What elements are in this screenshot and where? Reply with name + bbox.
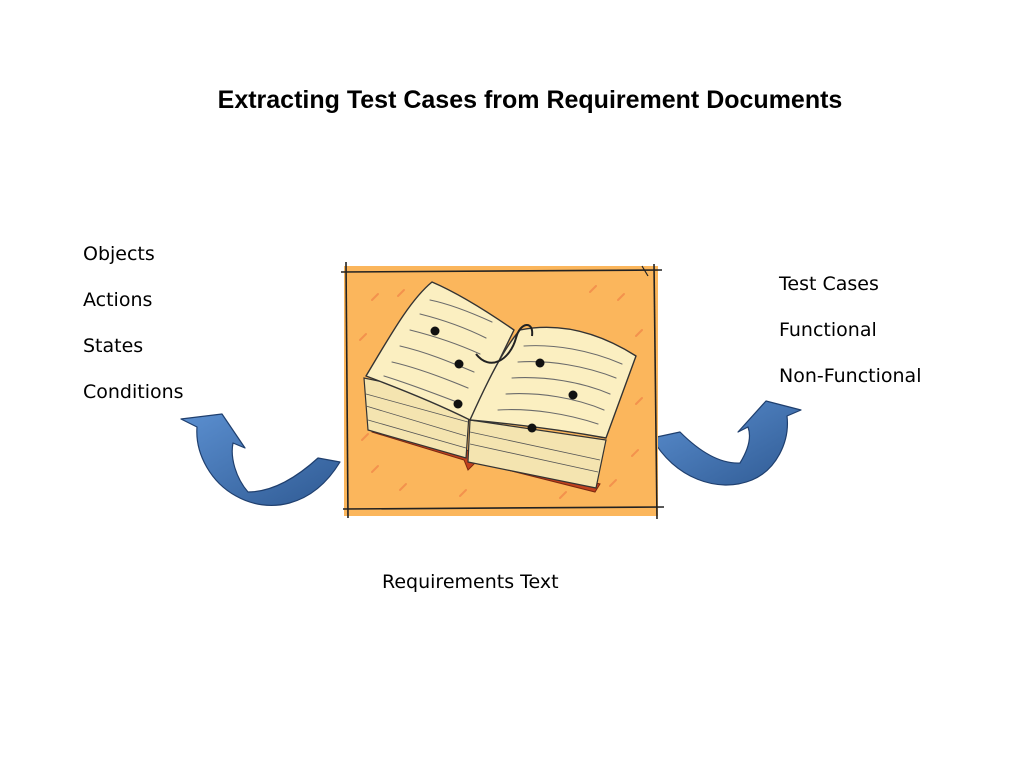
list-item: Non-Functional: [779, 365, 922, 387]
right-curved-arrow-icon: [651, 400, 802, 486]
list-item: Actions: [83, 289, 153, 311]
slide-title: Extracting Test Cases from Requirement D…: [217, 86, 843, 114]
list-item: Test Cases: [779, 273, 879, 295]
requirements-text-caption: Requirements Text: [382, 571, 559, 593]
test-case-types-list: Test Cases Functional Non-Functional: [779, 271, 921, 409]
list-item: Conditions: [83, 381, 184, 403]
requirements-document-illustration: [340, 261, 665, 520]
list-item: Objects: [83, 243, 155, 265]
list-item: States: [83, 335, 144, 357]
input-concepts-list: Objects Actions States Conditions: [83, 241, 184, 425]
list-item: Functional: [779, 319, 877, 341]
left-curved-arrow-icon: [180, 413, 341, 507]
